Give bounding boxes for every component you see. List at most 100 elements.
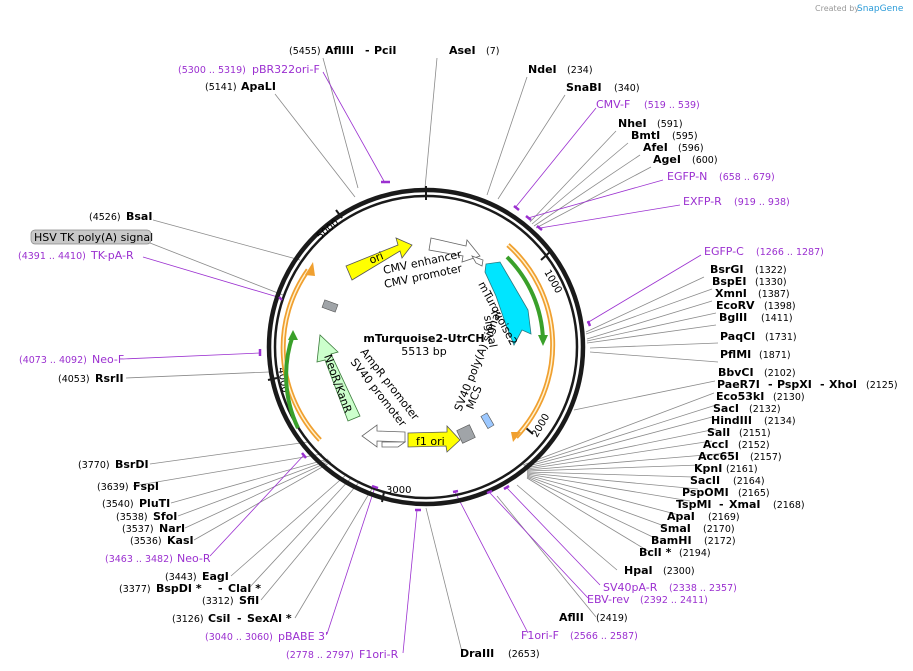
tick-1000: 1000 xyxy=(541,268,563,296)
svg-text:-: - xyxy=(820,378,825,391)
enzyme-pos: (3443) xyxy=(165,572,197,583)
cmv-enhancer-feature xyxy=(428,237,481,263)
enzyme-pos: (4053) xyxy=(58,374,90,385)
enzyme-label: BamHI xyxy=(651,534,692,547)
enzyme-label: NheI xyxy=(618,117,647,130)
primer-range: (658 .. 679) xyxy=(719,172,775,183)
primer-label: TK-pA-R xyxy=(90,249,134,262)
enzyme-pos: (340) xyxy=(614,83,640,94)
enzyme-label: SfoI xyxy=(153,510,177,523)
primer-label: Neo-R xyxy=(177,552,211,565)
ori-feature xyxy=(345,237,413,281)
svg-text:-: - xyxy=(365,44,370,57)
enzyme-label: CsiI xyxy=(208,612,230,625)
enzyme-label: AgeI xyxy=(653,153,681,166)
primer-label: pBABE 3' xyxy=(278,630,328,643)
enzyme-label: AflII xyxy=(559,611,584,624)
enzyme-pos: (1322) xyxy=(755,265,787,276)
enzyme-pos: (2161) xyxy=(726,464,758,475)
enzyme-label: PflMI xyxy=(720,348,751,361)
enzyme-pos: (1411) xyxy=(761,313,793,324)
enzyme-pos: (7) xyxy=(486,46,499,57)
enzyme-pos: (2102) xyxy=(764,368,796,379)
enzyme-label: HindIII xyxy=(711,414,752,427)
credit-prefix: Created by xyxy=(815,4,859,13)
enzyme-label: KasI xyxy=(167,534,194,547)
enzyme-pos: (3536) xyxy=(130,536,162,547)
enzyme-pos: (3540) xyxy=(102,499,134,510)
enzyme-label: BsaI xyxy=(126,210,152,223)
primer-range: (4391 .. 4410) xyxy=(18,251,86,262)
enzyme-label: PaeR7I xyxy=(717,378,760,391)
enzyme-pos: (600) xyxy=(692,155,718,166)
primer-label: CMV-F xyxy=(596,98,630,111)
enzyme-label: NarI xyxy=(159,522,185,535)
enzyme-label: ApaLI xyxy=(241,80,276,93)
green-arc-left xyxy=(284,334,300,429)
primer-leader-lines xyxy=(122,71,702,654)
tick-3000: 3000 xyxy=(386,485,411,496)
enzyme-label: BsrGI xyxy=(710,263,743,276)
svg-text:-: - xyxy=(237,612,242,625)
green-arc-right xyxy=(505,255,545,341)
enzyme-label: NdeI xyxy=(528,63,557,76)
mcs-block xyxy=(480,412,495,429)
primer-range: (2338 .. 2357) xyxy=(669,583,737,594)
enzyme-pos: (1731) xyxy=(765,332,797,343)
enzyme-pos: (1387) xyxy=(758,289,790,300)
enzyme-label: TspMI xyxy=(676,498,712,511)
enzyme-pos: (1398) xyxy=(764,301,796,312)
enzyme-pos: (2152) xyxy=(738,440,770,451)
neo-kanr-feature xyxy=(316,334,361,422)
primer-range: (1266 .. 1287) xyxy=(756,247,824,258)
primer-marks xyxy=(258,180,592,512)
enzyme-pos: (3377) xyxy=(119,584,151,595)
enzyme-pos: (3770) xyxy=(78,460,110,471)
enzyme-label: ApaI xyxy=(667,510,695,523)
ori-label: ori xyxy=(367,249,385,266)
primer-range: (5300 .. 5319) xyxy=(178,65,246,76)
enzyme-label: SacII xyxy=(690,474,720,487)
svg-text:-: - xyxy=(719,498,724,511)
enzyme-pos: (2130) xyxy=(773,392,805,403)
primer-label: SV40pA-R xyxy=(603,581,658,594)
enzyme-label: SacI xyxy=(713,402,739,415)
enzyme-label: SnaBI xyxy=(566,81,602,94)
enzyme-pos: (3126) xyxy=(172,614,204,625)
enzyme-pos: (3537) xyxy=(122,524,154,535)
f1-ori-label: f1 ori xyxy=(416,435,445,448)
enzyme-pos: (1871) xyxy=(759,350,791,361)
enzyme-label: PspXI xyxy=(777,378,812,391)
enzyme-label: PciI xyxy=(374,44,396,57)
primer-range: (3040 .. 3060) xyxy=(205,632,273,643)
enzyme-label: AflIII xyxy=(325,44,354,57)
primer-range: (2566 .. 2587) xyxy=(570,631,638,642)
enzyme-label: KpnI xyxy=(694,462,722,475)
enzyme-pos: (2194) xyxy=(679,548,711,559)
enzyme-pos: (2165) xyxy=(738,488,770,499)
svg-text:-: - xyxy=(768,378,773,391)
enzyme-pos: (2132) xyxy=(749,404,781,415)
enzyme-pos: (2170) xyxy=(703,524,735,535)
enzyme-label: PspOMI xyxy=(682,486,729,499)
enzyme-pos: (3639) xyxy=(97,482,129,493)
enzyme-pos: (234) xyxy=(567,65,593,76)
primer-range: (2778 .. 2797) xyxy=(286,650,354,661)
credit-brand: SnapGene xyxy=(857,4,904,14)
enzyme-pos: (2134) xyxy=(764,416,796,427)
enzyme-label: ClaI * xyxy=(228,582,261,595)
mturquoise2-feature xyxy=(484,261,532,346)
svg-text:-: - xyxy=(218,582,223,595)
enzyme-label: Acc65I xyxy=(698,450,739,463)
enzyme-label: FspI xyxy=(133,480,159,493)
enzyme-label: PluTI xyxy=(139,497,170,510)
hsv-tk-box xyxy=(30,229,152,245)
enzyme-label: XmaI xyxy=(729,498,760,511)
enzyme-pos: (5455) xyxy=(289,46,321,57)
enzyme-pos: (2164) xyxy=(733,476,765,487)
enzyme-label: BspDI * xyxy=(156,582,202,595)
enzyme-label: AseI xyxy=(449,44,476,57)
enzyme-label: BglII xyxy=(719,311,747,324)
enzyme-label: BspEI xyxy=(712,275,746,288)
